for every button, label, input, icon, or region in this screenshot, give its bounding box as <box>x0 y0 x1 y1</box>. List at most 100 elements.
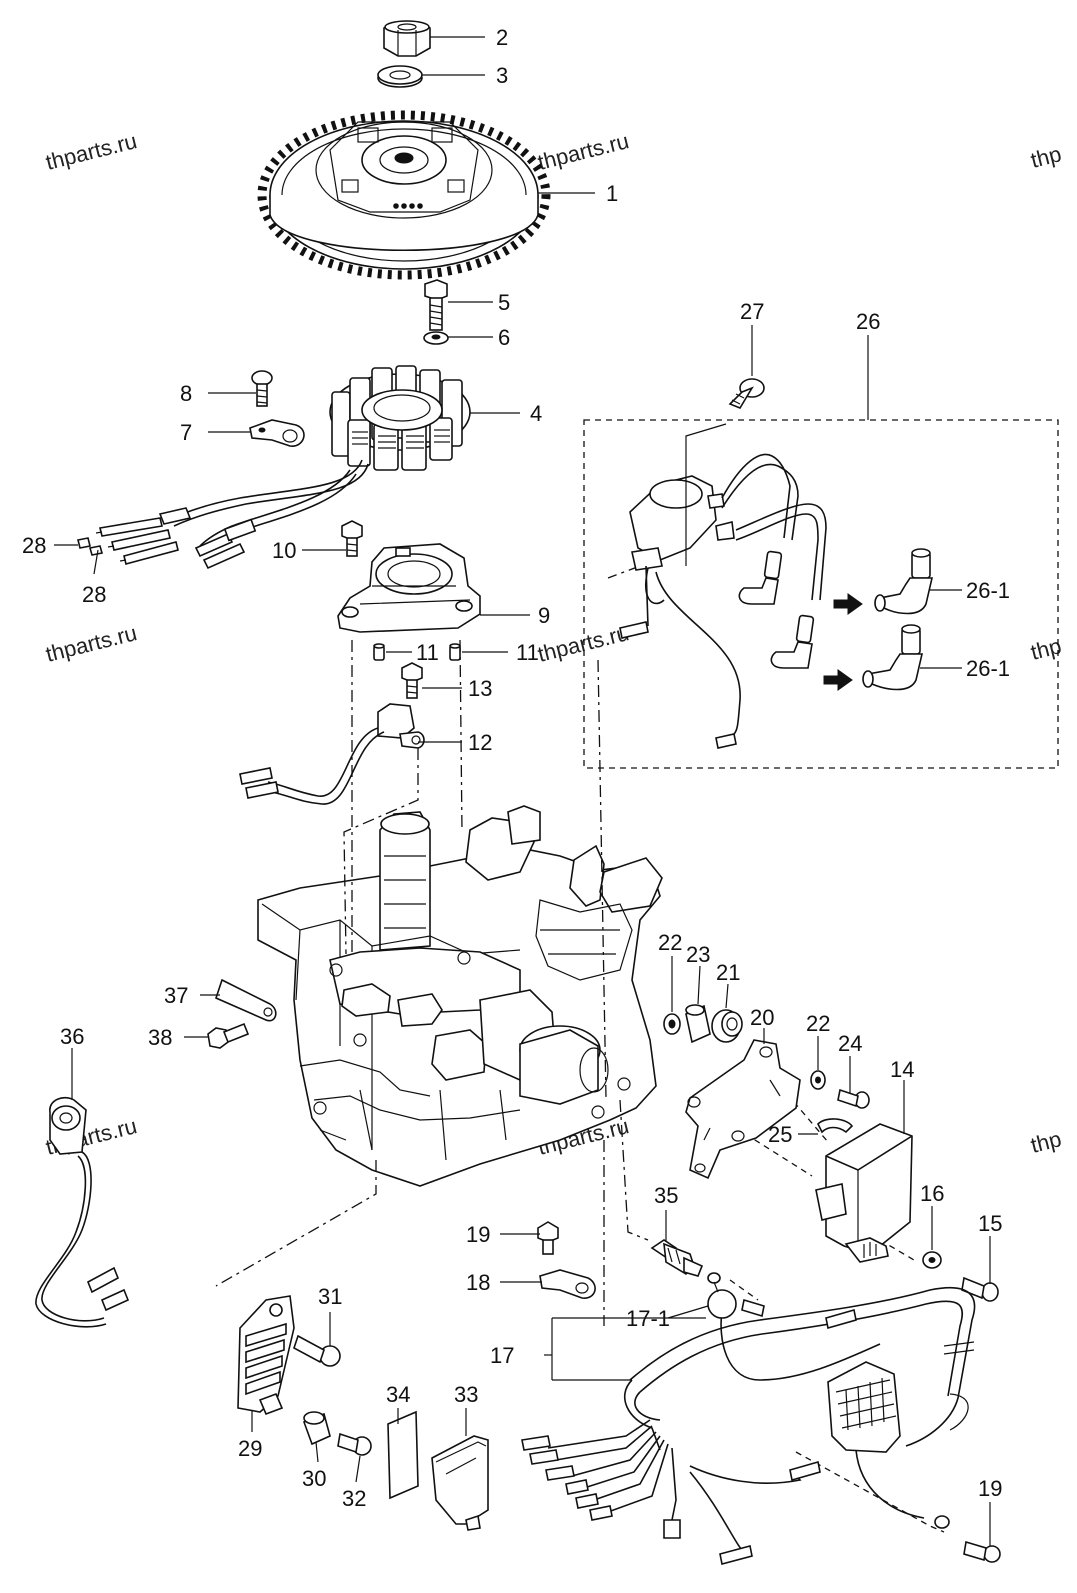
pulser-coil-part-12 <box>239 703 425 805</box>
clamp-part-7 <box>249 419 305 447</box>
dowel-part-11 <box>373 643 385 661</box>
part-label: 19 <box>978 1476 1002 1501</box>
stator-wires <box>77 459 369 570</box>
part-label: 30 <box>302 1466 326 1491</box>
part-label: 31 <box>318 1284 342 1309</box>
washer-part-3 <box>377 65 423 88</box>
watermark: thparts.ru <box>43 620 139 667</box>
part-label: 6 <box>498 325 510 350</box>
part-label: 4 <box>530 401 542 426</box>
stator-part-4 <box>329 365 471 471</box>
screw-part-24 <box>837 1088 870 1109</box>
part-label: 1 <box>606 181 618 206</box>
part-label: 22 <box>806 1011 830 1036</box>
arrow-icon <box>833 593 863 615</box>
bolt-part-13 <box>401 662 423 699</box>
part-label: 3 <box>496 63 508 88</box>
washer-part-22 <box>663 1013 681 1035</box>
engine-block <box>257 805 663 1187</box>
watermark-edge: thp <box>1028 141 1064 173</box>
part-label: 25 <box>768 1122 792 1147</box>
part-label: 35 <box>654 1183 678 1208</box>
plug-cap-part-26-1 <box>862 624 924 691</box>
part-label: 26 <box>856 309 880 334</box>
base-part-9 <box>337 543 481 633</box>
part-label: 33 <box>454 1382 478 1407</box>
part-label: 22 <box>658 930 682 955</box>
watermark-edge: thp <box>1028 1126 1064 1158</box>
ignition-coil-group-box <box>583 419 1059 769</box>
part-label: 20 <box>750 1005 774 1030</box>
screw-part-8 <box>251 370 273 407</box>
harness-part-17 <box>521 1286 976 1565</box>
part-label: 23 <box>686 942 710 967</box>
bolt-part-38 <box>207 1022 250 1049</box>
part-label: 28 <box>82 582 106 607</box>
dowel-part-11 <box>449 643 461 661</box>
collar-part-23 <box>685 1004 711 1044</box>
part-label: 18 <box>466 1270 490 1295</box>
part-label: 13 <box>468 676 492 701</box>
rectifier-part-29 <box>237 1295 295 1416</box>
part-label: 28 <box>22 533 46 558</box>
bolt-part-27 <box>728 378 765 409</box>
part-label: 27 <box>740 299 764 324</box>
bracket-part-20 <box>685 1039 801 1180</box>
bolt-part-19 <box>963 1540 1001 1563</box>
part-label: 32 <box>342 1486 366 1511</box>
part-label: 2 <box>496 25 508 50</box>
part-label: 37 <box>164 983 188 1008</box>
switch-part-36 <box>35 1096 130 1328</box>
part-label: 14 <box>890 1057 914 1082</box>
bolt-part-19 <box>537 1221 559 1255</box>
bolt-part-5 <box>424 279 448 331</box>
part-label: 21 <box>716 960 740 985</box>
part-label: 19 <box>466 1222 490 1247</box>
bolt-part-10 <box>341 520 363 557</box>
plug-cap-part-26-1 <box>874 548 934 615</box>
arrow-icon <box>823 669 853 691</box>
flywheel-part-1 <box>257 110 551 280</box>
part-label: 7 <box>180 420 192 445</box>
part-label: 8 <box>180 381 192 406</box>
part-label: 15 <box>978 1211 1002 1236</box>
watermark: thparts.ru <box>535 128 631 175</box>
bolt-part-32 <box>337 1432 372 1456</box>
part-label: 11 <box>516 640 539 665</box>
sheet-part-34 <box>387 1410 419 1500</box>
cover-part-33 <box>431 1435 489 1531</box>
washer-part-16 <box>922 1251 942 1269</box>
part-label: 26-1 <box>966 578 1010 603</box>
part-label: 10 <box>272 538 296 563</box>
leader-lines <box>54 36 991 1546</box>
watermark: thparts.ru <box>43 128 139 175</box>
ignition-coil-part-26 <box>619 423 827 749</box>
bolt-part-15 <box>961 1276 999 1302</box>
part-label: 34 <box>386 1382 410 1407</box>
part-label: 17 <box>490 1343 514 1368</box>
part-label: 5 <box>498 290 510 315</box>
part-label: 16 <box>920 1181 944 1206</box>
part-label: 17-1 <box>626 1306 670 1331</box>
connector-part-17-1 <box>707 1272 765 1319</box>
clamp-part-18 <box>539 1269 596 1299</box>
part-label: 38 <box>148 1025 172 1050</box>
collar-part-30 <box>302 1411 331 1446</box>
part-label: 26-1 <box>966 656 1010 681</box>
washer-part-22 <box>810 1070 826 1090</box>
part-label: 36 <box>60 1024 84 1049</box>
part-label: 12 <box>468 730 492 755</box>
clip-part-25 <box>817 1118 854 1134</box>
watermark-edge: thp <box>1028 633 1064 665</box>
washer-part-6 <box>423 331 449 345</box>
alignment-lines <box>215 565 945 1533</box>
part-label: 29 <box>238 1436 262 1461</box>
sensor-part-35 <box>650 1239 704 1277</box>
part-labels: 2 3 1 5 6 4 8 7 28 28 10 9 11 11 13 12 2… <box>22 25 1010 1511</box>
part-label: 9 <box>538 603 550 628</box>
strap-part-37 <box>215 978 277 1022</box>
part-label: 24 <box>838 1031 862 1056</box>
cdi-unit-part-14 <box>815 1123 913 1263</box>
bolt-part-31 <box>293 1334 341 1367</box>
